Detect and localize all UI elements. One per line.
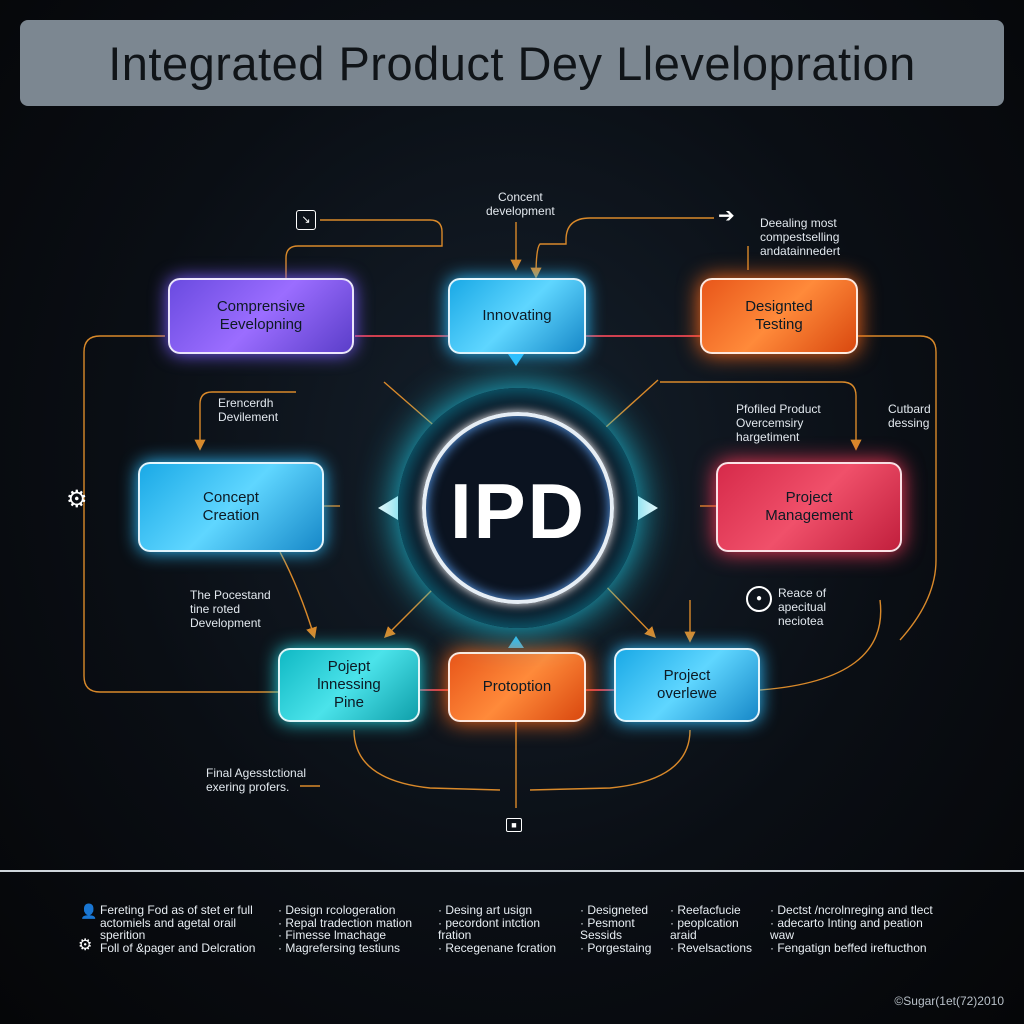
connector-top-right-loop [530, 217, 714, 279]
hub-arrow-left [378, 496, 398, 520]
connector-bottom-arc-left [353, 729, 501, 791]
node-project-pipeline[interactable]: Pojept lnnessing Pine [278, 648, 420, 722]
node-project-management[interactable]: Project Management [716, 462, 902, 552]
transfer-icon: ↘ [296, 210, 316, 230]
title-bar: Integrated Product Dey Llevelopration [20, 20, 1004, 106]
legend-col-2: · Design rcologeration · Repal tradectio… [278, 903, 413, 955]
gear-icon: ⚙ [66, 486, 88, 513]
node-designed-testing[interactable]: Designted Testing [700, 278, 858, 354]
connector-right-big [858, 335, 937, 641]
legend-col-4: · Designeted · Pesmont Sessids · Porgest… [580, 903, 652, 955]
connector-right-bottom [759, 599, 882, 691]
annotation-profiled-product: Pfofiled Product Overcemsiry hargetiment [736, 402, 821, 444]
connector-right-mid [660, 381, 862, 451]
user-icon: 👤 [80, 903, 98, 919]
legend-col-1: Fereting Fod as of stet er full actomiel… [100, 903, 256, 955]
settings-icon: ⚙ [78, 937, 93, 954]
copyright: ©Sugar(1et(72)2010 [894, 994, 1004, 1008]
connector-bottom-arc-right [529, 729, 691, 791]
page-title: Integrated Product Dey Llevelopration [108, 36, 916, 90]
node-innovating[interactable]: Innovating [448, 278, 586, 354]
connector-left-lower [279, 551, 317, 639]
annotation-peace: Reace of apecitual neciotea [778, 586, 827, 628]
annotation-final: Final Agesstctional exering profers. [206, 766, 307, 794]
innovating-arrow-down [508, 354, 524, 366]
connector-left-mid [194, 391, 296, 451]
node-prototyping[interactable]: Protoption [448, 652, 586, 722]
node-comprehensive[interactable]: Comprensive Eevelopning [168, 278, 354, 354]
node-project-overview[interactable]: Project overlewe [614, 648, 760, 722]
hub-label: IPD [449, 467, 587, 555]
node-concept-creation[interactable]: Concept Creation [138, 462, 324, 552]
legend-col-3: · Desing art usign · pecordont intction … [438, 903, 557, 955]
ipd-hub-ring [422, 412, 614, 604]
annotation-process: The Pocestand tine roted Development [190, 588, 271, 630]
location-pin-icon: ● [746, 586, 772, 612]
hub-arrow-right [638, 496, 658, 520]
arrow-right-icon: ➔ [718, 205, 735, 227]
legend-col-5: · Reefacfucie · peoplcation araid · Reve… [670, 903, 753, 955]
prototyping-arrow-up [508, 636, 524, 648]
annotation-top-right: Deealing most compestselling andatainned… [760, 216, 841, 258]
lock-icon: ■ [506, 818, 522, 832]
annotation-cutbard: Cutbard dessing [888, 402, 931, 430]
annotation-concept-development: Concent development [486, 190, 555, 218]
legend-col-6: · Dectst /ncrolnreging and tlect · adeca… [770, 903, 933, 955]
connector-top-left-loop [285, 219, 443, 278]
connector-left-outer [83, 335, 278, 693]
annotation-research: Erencerdh Devilement [218, 396, 279, 424]
footer-divider [0, 870, 1024, 872]
